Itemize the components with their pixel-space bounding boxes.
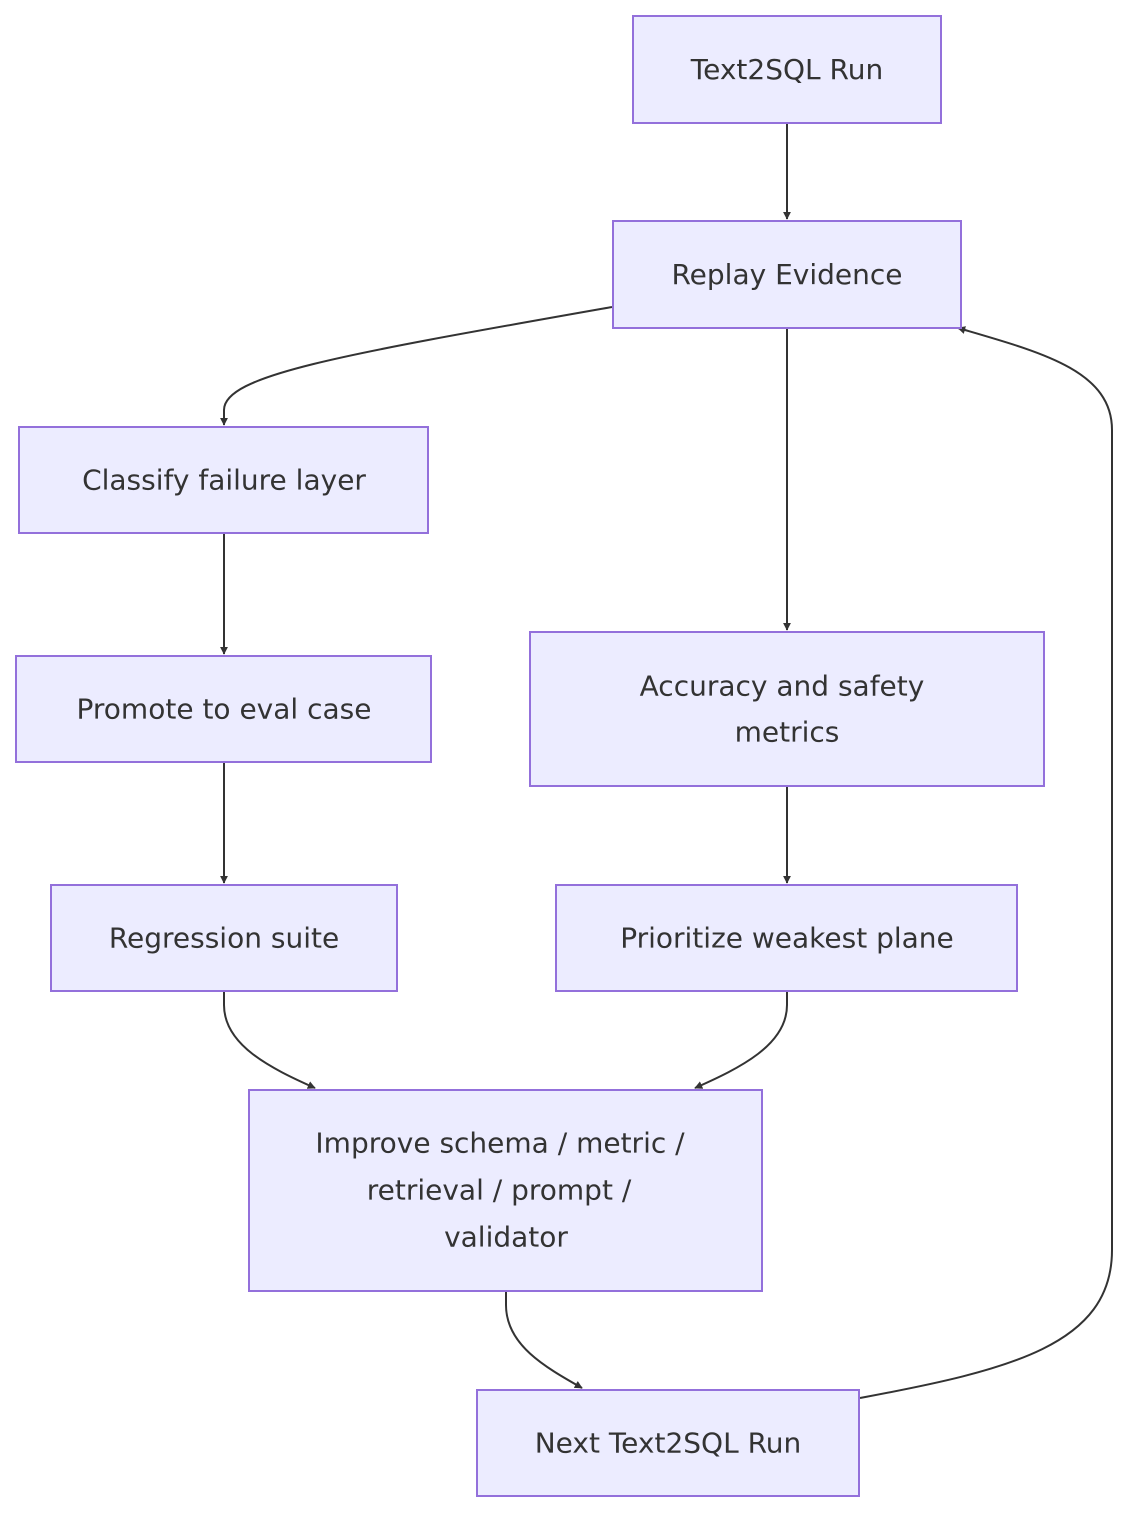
- node-label-line-2: retrieval / prompt /: [367, 1174, 632, 1207]
- node-label-line-1: Improve schema / metric /: [315, 1127, 685, 1160]
- node-label: Promote to eval case: [77, 693, 372, 726]
- node-regression-suite: Regression suite: [50, 884, 398, 992]
- node-next-text2sql-run: Next Text2SQL Run: [476, 1389, 860, 1497]
- node-label-line-3: validator: [444, 1221, 568, 1254]
- edge-prioritize-to-improve: [694, 991, 788, 1089]
- node-label: Prioritize weakest plane: [620, 922, 954, 955]
- node-promote-to-eval-case: Promote to eval case: [15, 655, 432, 763]
- edge-regression-to-improve: [223, 991, 316, 1089]
- node-label: Text2SQL Run: [690, 53, 883, 86]
- node-label-line-1: Accuracy and safety: [640, 670, 925, 703]
- node-label: Replay Evidence: [671, 258, 902, 291]
- edge-replay-to-classify: [220, 306, 613, 426]
- node-accuracy-and-safety-metrics: Accuracy and safety metrics: [529, 631, 1045, 787]
- node-text2sql-run: Text2SQL Run: [632, 15, 942, 124]
- node-classify-failure-layer: Classify failure layer: [18, 426, 429, 534]
- node-prioritize-weakest-plane: Prioritize weakest plane: [555, 884, 1018, 992]
- node-replay-evidence: Replay Evidence: [612, 220, 962, 329]
- node-label: Regression suite: [109, 922, 339, 955]
- node-label: Next Text2SQL Run: [535, 1427, 802, 1460]
- node-improve-schema-metric-retrieval-prompt-validator: Improve schema / metric / retrieval / pr…: [248, 1089, 763, 1292]
- node-label-line-2: metrics: [735, 716, 840, 749]
- edges: [220, 123, 1113, 1399]
- node-label: Classify failure layer: [82, 464, 366, 497]
- edge-next-to-replay: [859, 326, 1113, 1399]
- edge-improve-to-next: [505, 1291, 583, 1389]
